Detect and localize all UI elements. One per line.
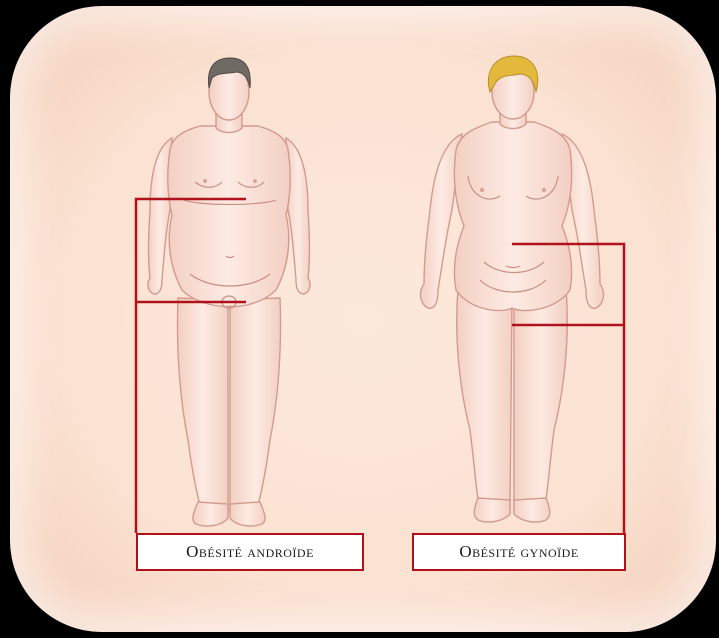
android-obesity-label-text: Obésité androïde [186, 542, 314, 562]
male-torso [168, 126, 290, 306]
android-obesity-label: Obésité androïde [136, 533, 364, 571]
male-figure [148, 64, 310, 526]
female-left-leg [457, 288, 512, 508]
male-left-foot [193, 502, 228, 526]
female-right-foot [514, 498, 550, 522]
female-figure [421, 65, 604, 522]
female-right-leg [514, 288, 567, 508]
female-torso [454, 122, 571, 311]
female-left-foot [474, 498, 510, 522]
male-right-leg [230, 298, 281, 512]
gynoid-obesity-label: Obésité gynoïde [412, 533, 626, 571]
male-left-leg [177, 298, 228, 512]
male-right-foot [230, 502, 265, 526]
gynoid-obesity-label-text: Obésité gynoïde [459, 542, 578, 562]
